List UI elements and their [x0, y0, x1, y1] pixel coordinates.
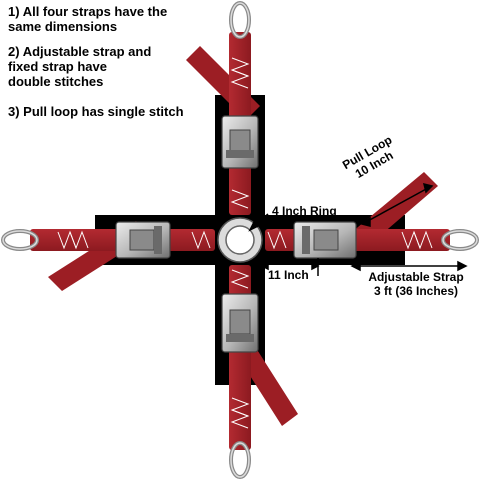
- note-2: 2) Adjustable strap and fixed strap have…: [8, 44, 152, 89]
- note-1: 1) All four straps have the same dimensi…: [8, 4, 168, 34]
- buckle-bottom: [221, 293, 259, 353]
- buckle-left: [115, 221, 171, 259]
- eleven-inch-label: 11 Inch: [268, 268, 309, 282]
- pull-loop-bottom-right: [240, 348, 298, 426]
- buckle-right: [293, 221, 357, 259]
- strap-right: [265, 229, 450, 251]
- carabiner-top: [229, 1, 251, 39]
- strap-bottom: [229, 265, 251, 450]
- ring-callout-arrow: [248, 213, 269, 232]
- eleven-inch-dimension: [260, 258, 320, 276]
- adjustable-strap-dimension-arrow: [350, 260, 468, 272]
- carabiner-right: [441, 229, 479, 251]
- carabiner-left: [1, 229, 39, 251]
- carabiner-bottom: [229, 441, 251, 479]
- note-3: 3) Pull loop has single stitch: [8, 104, 184, 119]
- adjustable-strap-label: Adjustable Strap 3 ft (36 Inches): [368, 270, 464, 298]
- pull-loop-dimension-arrow: [360, 182, 434, 227]
- pull-loop-right-top: [352, 172, 438, 246]
- buckle-top: [221, 115, 259, 169]
- ring-label: 4 Inch Ring: [272, 204, 337, 218]
